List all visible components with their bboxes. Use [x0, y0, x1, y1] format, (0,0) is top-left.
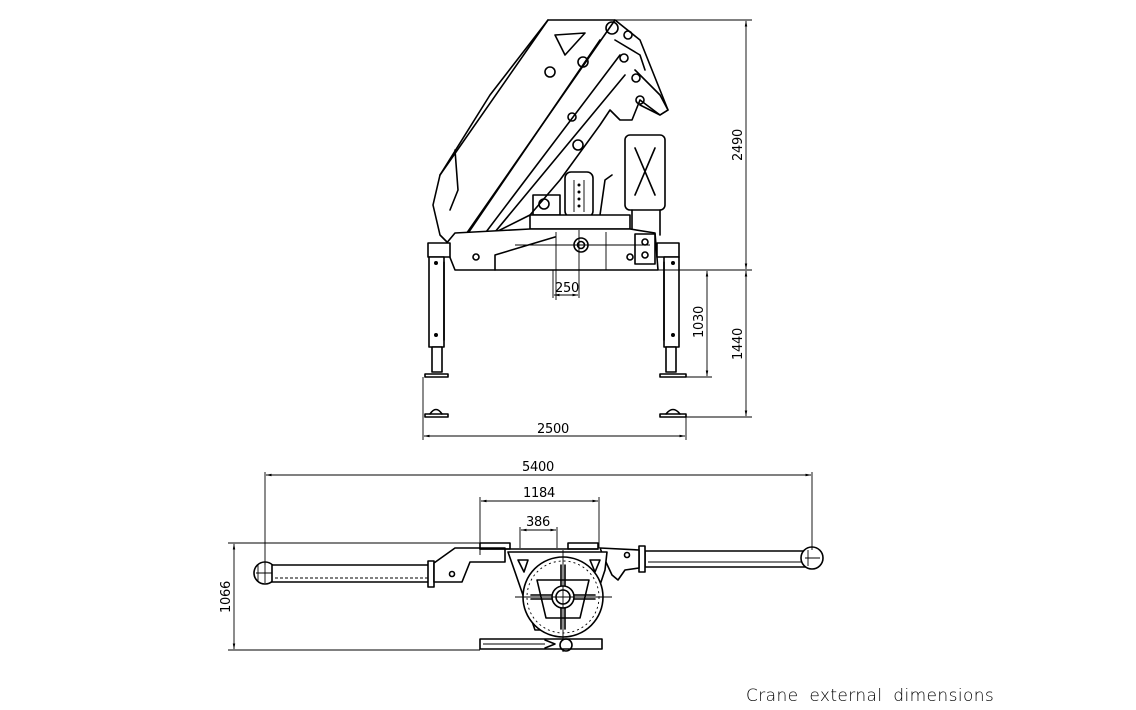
top-view-crane [253, 542, 824, 652]
drawing-caption: Crane external dimensions [746, 686, 995, 706]
dim-2490: 2490 [731, 129, 746, 161]
dim-1030: 1030 [692, 306, 707, 338]
top-view-dimensions: 5400 1184 386 1066 [219, 460, 813, 651]
right-outrigger-leg [656, 242, 687, 418]
side-view-crane [432, 19, 669, 300]
dim-5400: 5400 [522, 460, 554, 475]
left-outrigger-leg [424, 242, 451, 418]
dim-1184: 1184 [523, 486, 555, 501]
dim-250: 250 [555, 281, 579, 296]
side-view-dimensions: 2490 1440 1030 250 2500 [422, 19, 752, 440]
dim-1440: 1440 [731, 328, 746, 360]
dim-386: 386 [526, 515, 550, 530]
dim-2500: 2500 [537, 422, 569, 437]
dim-1066: 1066 [219, 581, 234, 613]
